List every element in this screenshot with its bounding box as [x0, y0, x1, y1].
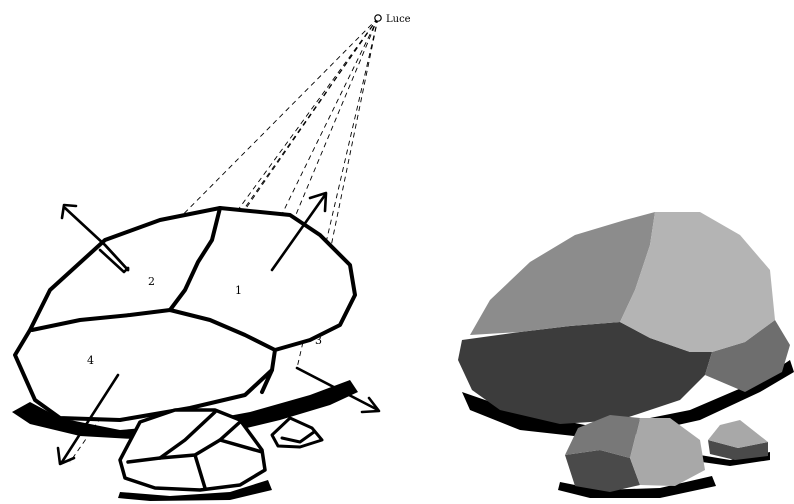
small-rock-outline: [120, 410, 265, 490]
pebble-outline: [272, 418, 322, 447]
shaded-small-light: [630, 418, 705, 486]
shaded-pebble: [708, 420, 768, 460]
face-label-4: 4: [87, 354, 94, 367]
shaded-rendering: [458, 212, 794, 498]
light-source-label: Luce: [386, 14, 411, 25]
light-source-icon: [375, 15, 381, 21]
face-label-1: 1: [235, 284, 242, 297]
shaded-small-rock: [565, 415, 705, 492]
line-drawing: 1 2 3 4 Luce: [12, 14, 411, 501]
face-label-3: 3: [315, 334, 322, 347]
face-label-2: 2: [148, 275, 155, 288]
